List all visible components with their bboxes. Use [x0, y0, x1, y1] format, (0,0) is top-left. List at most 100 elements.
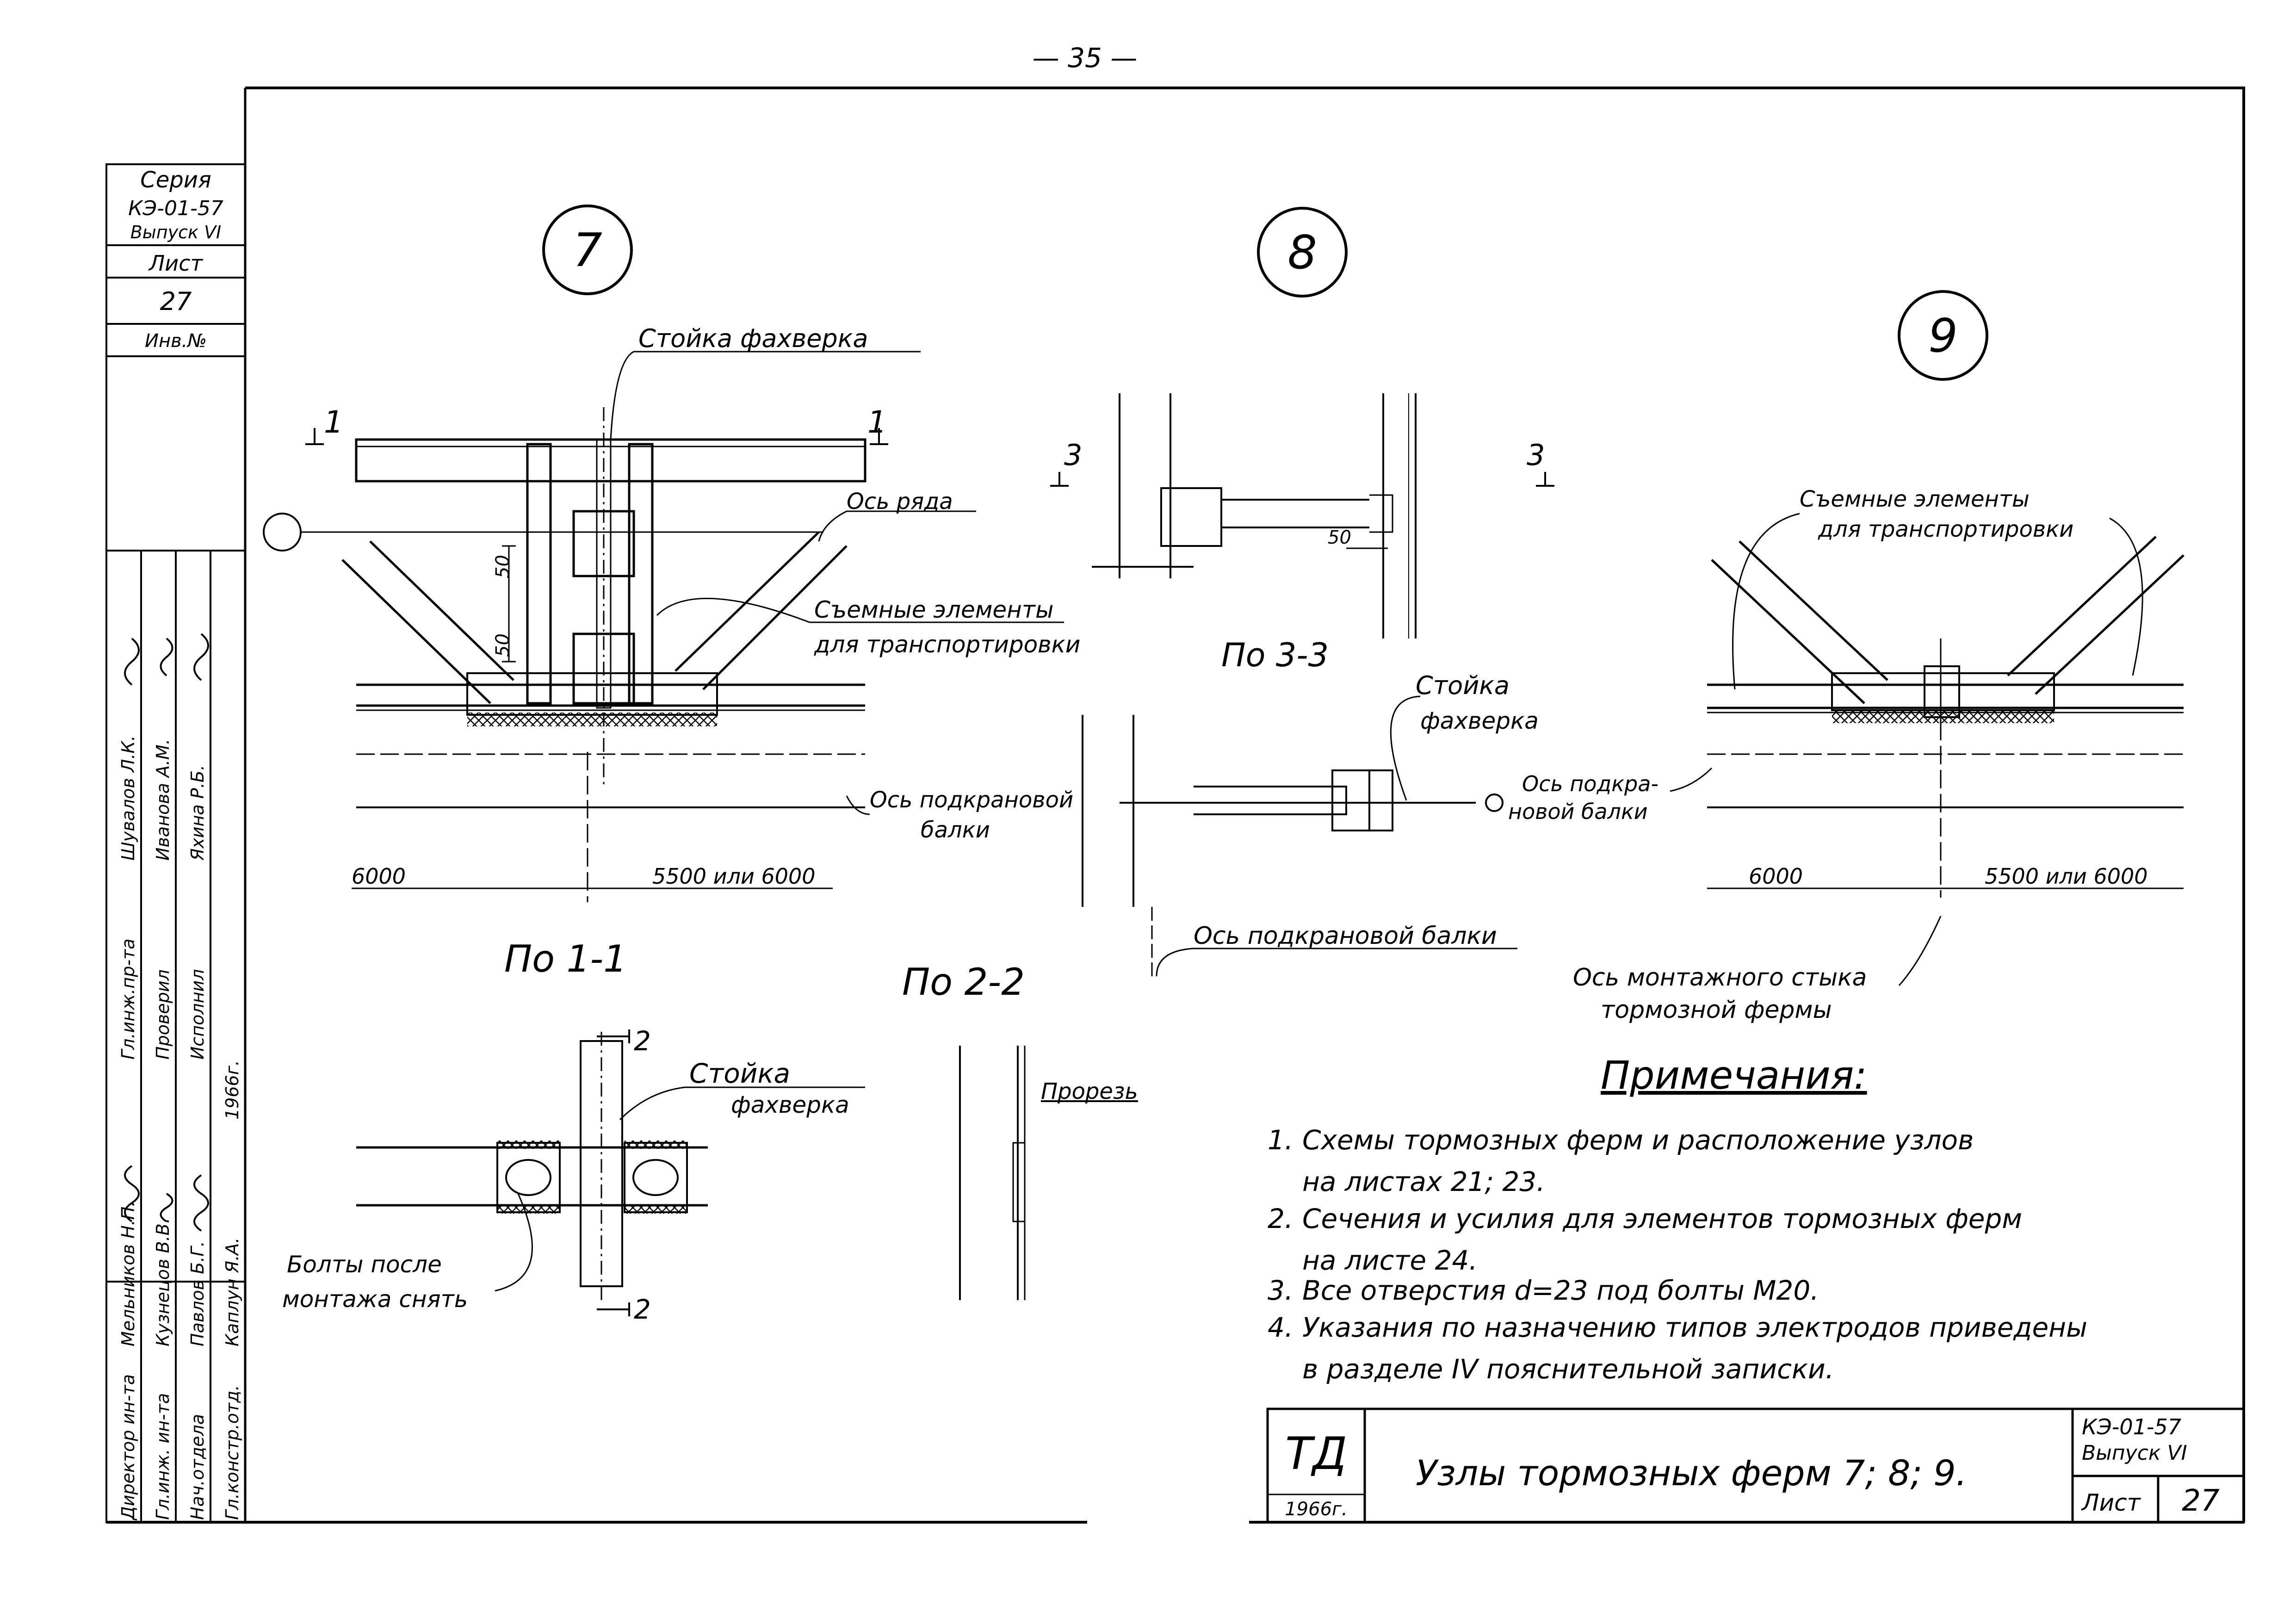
label-os-crane-2: балки	[921, 817, 990, 843]
approval-role: Гл.констр.отд.	[222, 1385, 242, 1520]
node-9-marker: 9	[1898, 290, 1988, 381]
label-os-ryada: Ось ряда	[847, 489, 953, 514]
node-7-leaders	[610, 351, 1064, 815]
label-stoika-7: Стойка фахверка	[638, 324, 868, 353]
approval-name: Каплун Я.А.	[222, 1238, 242, 1346]
node-8-marker: 8	[1257, 207, 1348, 298]
note-number: 3.	[1268, 1275, 1293, 1306]
note-text-cont: в разделе IV пояснительной записки.	[1302, 1353, 1834, 1385]
dim-5500-7: 5500 или 6000	[652, 864, 816, 889]
label-stoika-1-2: фахверка	[731, 1091, 849, 1118]
cut-3-left: 3	[1064, 438, 1082, 472]
section-1-1-drawing	[356, 1029, 708, 1316]
title-year: 1966г.	[1285, 1499, 1348, 1520]
label-removable-9-1: Съемные элементы	[1800, 486, 2030, 512]
node-8-leaders	[1156, 695, 1517, 977]
dim-50a: 50	[492, 555, 514, 578]
approval-role: Нач.отдела	[187, 1414, 208, 1520]
series-issue: Выпуск VI	[130, 222, 222, 242]
page-number: — 35 —	[1033, 42, 1138, 74]
dim-6000-9: 6000	[1749, 864, 1803, 889]
section-1-1-leaders	[495, 1086, 865, 1292]
dim-6000-7: 6000	[352, 864, 406, 889]
series-code: КЭ-01-57	[128, 197, 223, 220]
note-item: 2. Сечения и усилия для элементов тормозн…	[1268, 1203, 2022, 1276]
node-9-leaders	[1670, 513, 2143, 986]
approval-name: Шувалов Л.К.	[118, 735, 138, 861]
node-8-drawing	[1050, 393, 1554, 638]
approval-name: Кузнецов В.В.	[153, 1218, 173, 1346]
section-2-2-title: По 2-2	[902, 961, 1025, 1004]
dim-5500-9: 5500 или 6000	[1985, 864, 2148, 889]
drawing-title: Узлы тормозных ферм 7; 8; 9.	[1416, 1452, 1967, 1494]
dim-50c: 50	[1328, 527, 1351, 548]
node-9-drawing	[1707, 536, 2185, 898]
approval-name: Иванова А.М.	[153, 739, 173, 861]
label-os-joint-2: тормозной фермы	[1601, 996, 1832, 1024]
note-text: Все отверстия d=23 под болты М20.	[1302, 1275, 1819, 1306]
notes-title: Примечания:	[1601, 1053, 1867, 1098]
side-stamp	[105, 163, 246, 1523]
approval-year: 1966г.	[222, 1060, 242, 1120]
svg-text:8: 8	[1287, 225, 1317, 279]
node-7-marker: 7	[542, 205, 633, 295]
drawing-labels: Стойка фахверка Ось ряда Съемные элемент…	[282, 324, 2148, 1325]
title-issue: Выпуск VI	[2082, 1441, 2187, 1465]
dim-50b: 50	[492, 633, 514, 657]
approvals: Директор ин-та Мельников Н.П. Гл.инж. ин…	[118, 633, 242, 1521]
label-os-crane-full: Ось подкрановой балки	[1194, 922, 1497, 950]
title-block	[1266, 1407, 2245, 1524]
label-removable-9-2: для транспортировки	[1818, 516, 2073, 542]
label-os-crane-8a: Ось подкра-	[1522, 771, 1659, 796]
title-code: КЭ-01-57	[2082, 1414, 2181, 1439]
label-os-crane-1: Ось подкрановой	[870, 787, 1073, 813]
approval-name: Мельников Н.П.	[118, 1201, 138, 1346]
note-number: 4.	[1268, 1312, 1293, 1343]
approval-role: Гл.инж. ин-та	[153, 1393, 173, 1520]
label-cut-slot: Прорезь	[1041, 1079, 1138, 1104]
inventory-label: Инв.№	[145, 330, 207, 352]
note-text: Указания по назначению типов электродов …	[1302, 1312, 2087, 1343]
label-os-crane-8b: новой балки	[1508, 799, 1648, 824]
note-item: 1. Схемы тормозных ферм и расположение уз…	[1268, 1124, 1974, 1197]
approval-role: Гл.инж.пр-та	[118, 939, 138, 1060]
cut-1-right: 1	[867, 404, 887, 440]
note-text: Сечения и усилия для элементов тормозных…	[1302, 1203, 2023, 1234]
label-stoika-1-1: Стойка	[689, 1058, 790, 1089]
series-label: Серия	[140, 167, 211, 193]
cut-3-right: 3	[1527, 438, 1545, 472]
note-item: 4. Указания по назначению типов электродо…	[1268, 1312, 2087, 1385]
approval-name: Яхина Р.Б.	[187, 765, 208, 861]
label-removable-2: для транспортировки	[814, 631, 1080, 658]
approval-role: Исполнил	[187, 969, 208, 1060]
title-sheet-number: 27	[2182, 1484, 2220, 1518]
note-number: 1.	[1268, 1124, 1293, 1156]
section-2-2-drawing	[959, 1046, 1138, 1300]
note-item: 3. Все отверстия d=23 под болты М20.	[1268, 1275, 1819, 1306]
label-stoika-8-1: Стойка	[1416, 671, 1510, 700]
note-text-cont: на листах 21; 23.	[1302, 1166, 1545, 1197]
title-logo: ТД	[1285, 1428, 1347, 1480]
side-sheet-label: Лист	[148, 251, 204, 276]
svg-text:7: 7	[573, 223, 602, 277]
svg-text:9: 9	[1928, 309, 1958, 363]
section-3-3-drawing	[1082, 715, 1504, 976]
label-stoika-8-2: фахверка	[1420, 707, 1539, 734]
section-1-1-title: По 1-1	[504, 937, 627, 980]
note-text-cont: на листе 24.	[1302, 1245, 1478, 1276]
side-sheet-number: 27	[160, 287, 192, 316]
note-text: Схемы тормозных ферм и расположение узло…	[1302, 1124, 1974, 1156]
label-os-joint-1: Ось монтажного стыка	[1573, 964, 1867, 992]
label-removable-1: Съемные элементы	[814, 596, 1053, 623]
label-bolts-1: Болты после	[287, 1251, 442, 1278]
cut-2-top: 2	[634, 1025, 651, 1057]
title-sheet-label: Лист	[2081, 1489, 2141, 1516]
approval-role: Проверил	[153, 969, 173, 1060]
approval-role: Директор ин-та	[118, 1374, 138, 1521]
note-number: 2.	[1268, 1203, 1293, 1234]
cut-1-left: 1	[324, 404, 343, 440]
cut-2-bottom: 2	[634, 1294, 651, 1325]
label-bolts-2: монтажа снять	[282, 1286, 468, 1313]
approval-name: Павлов Б.Г.	[187, 1241, 208, 1346]
